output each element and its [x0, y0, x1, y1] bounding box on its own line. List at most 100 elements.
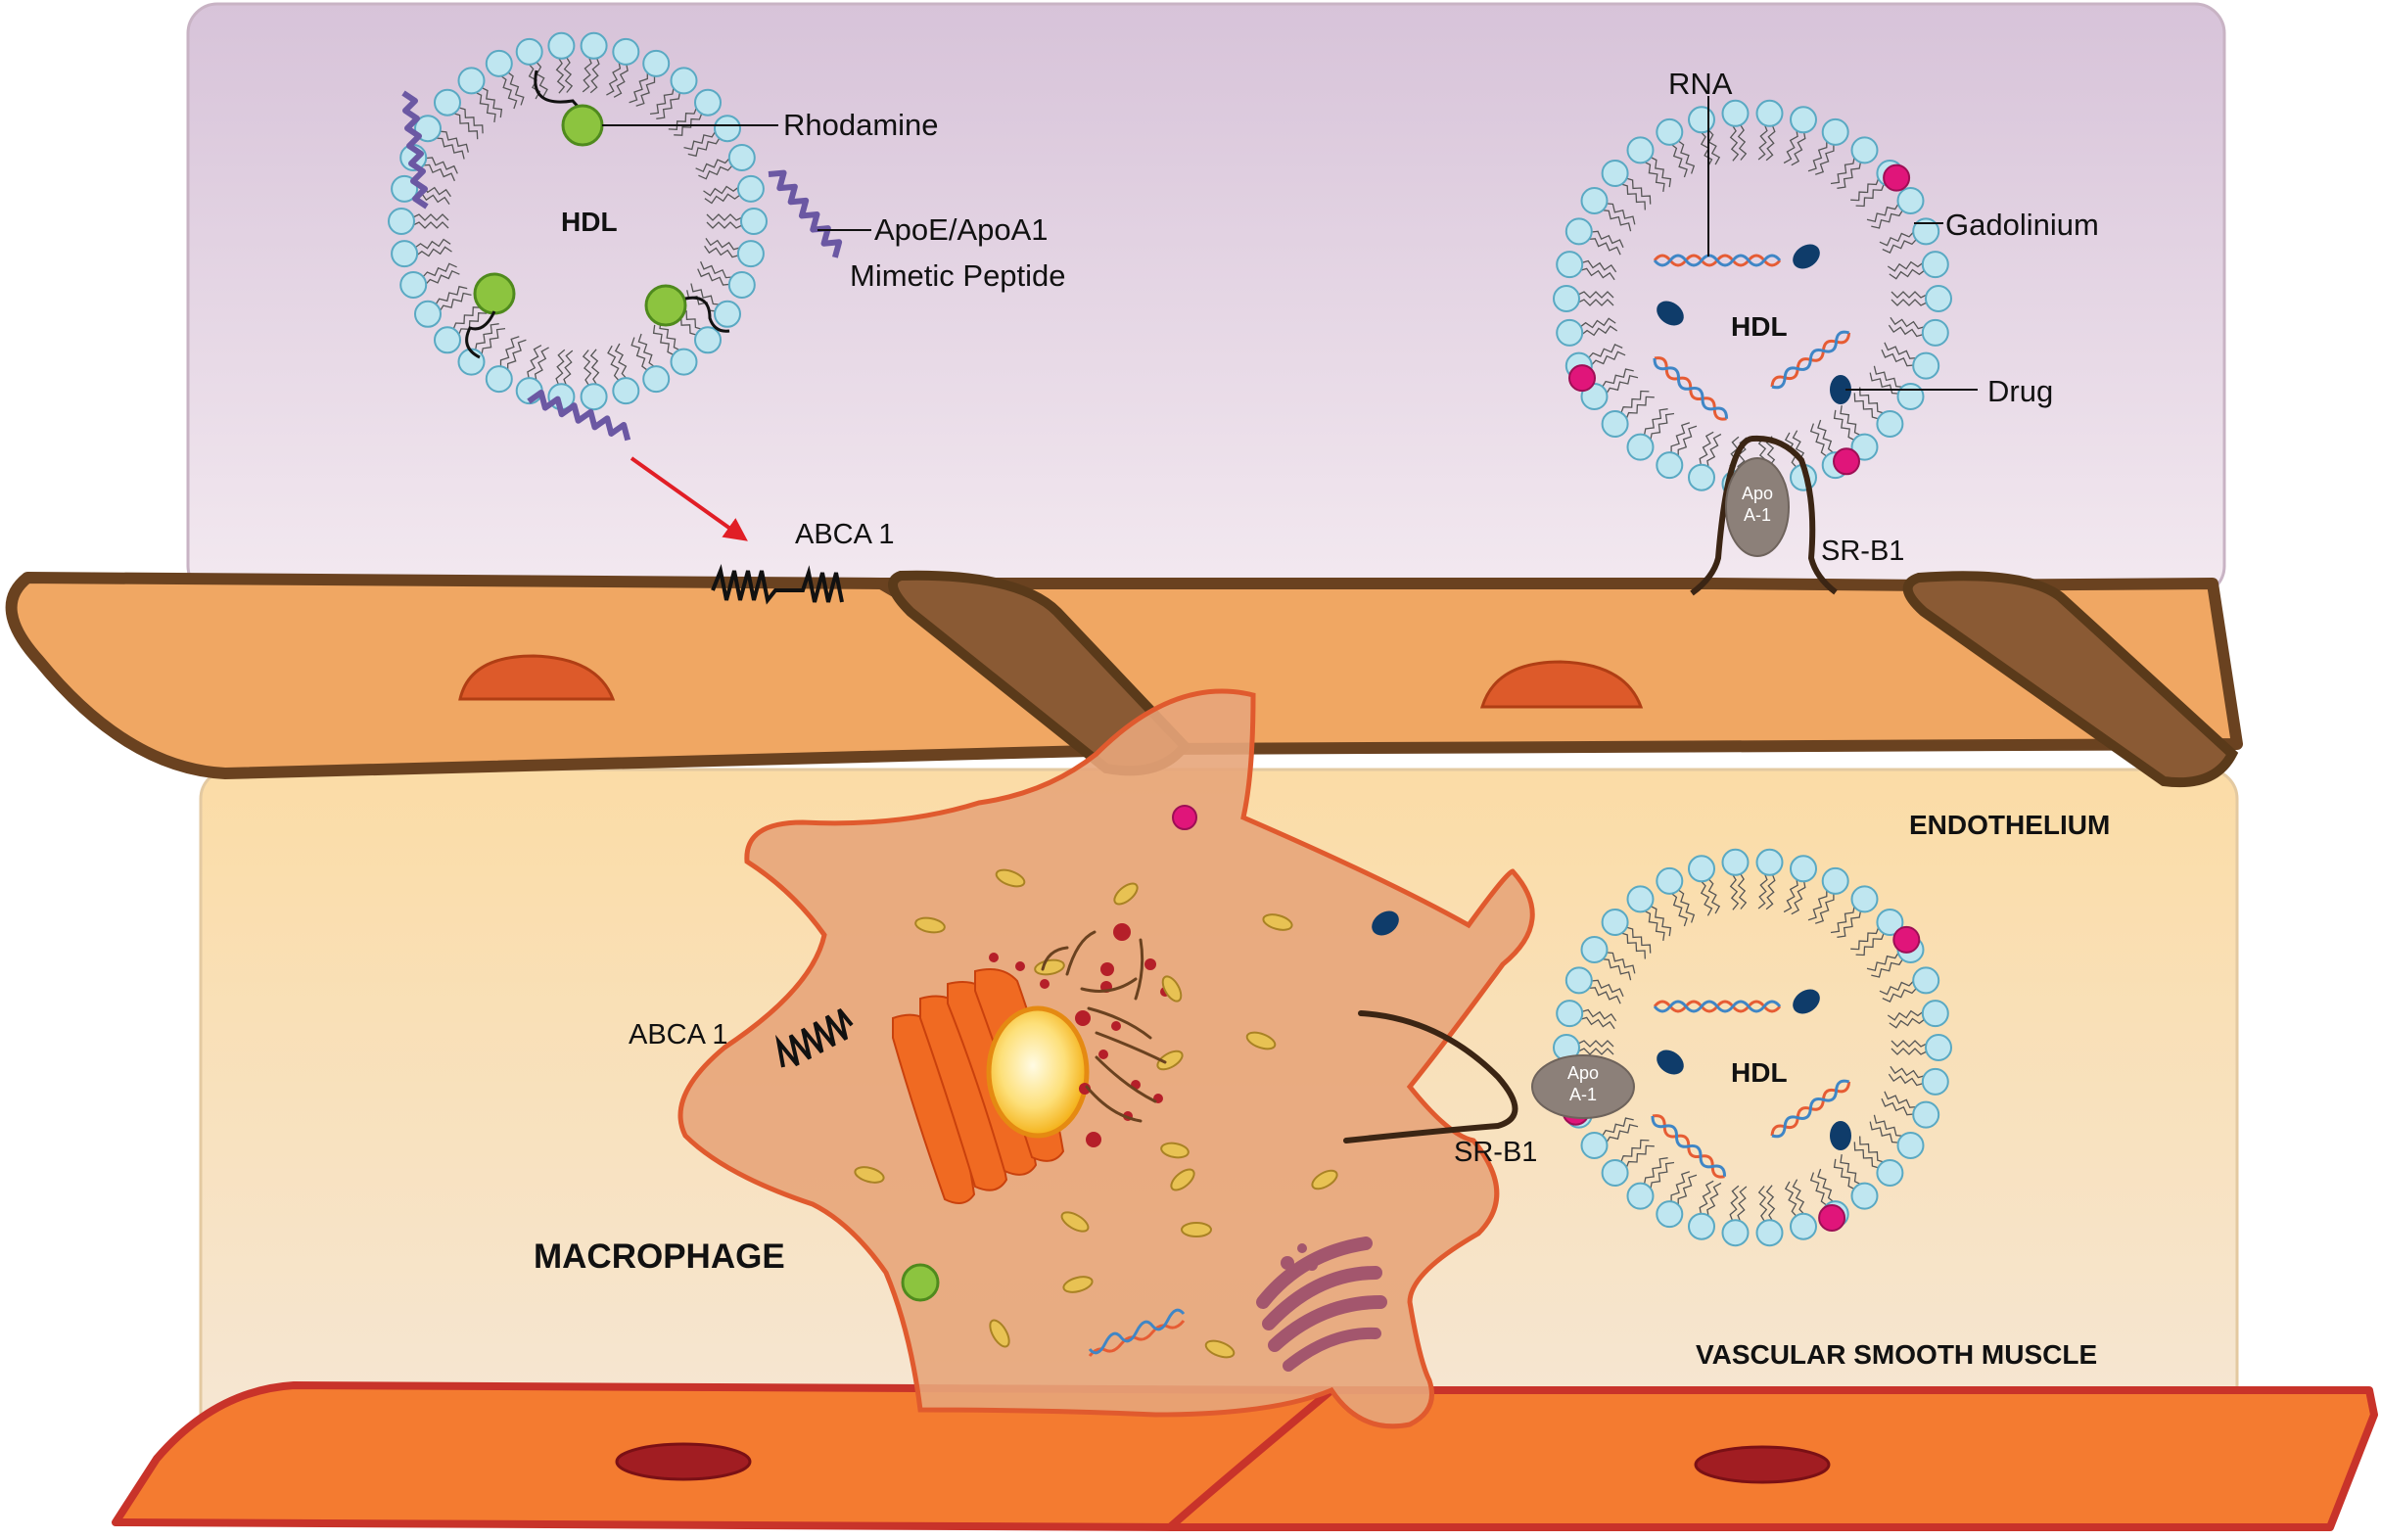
phospholipid-head — [547, 31, 576, 60]
lipid-tail — [1677, 1174, 1698, 1206]
lipid-tail — [1830, 157, 1855, 185]
lipid-tail — [555, 57, 566, 94]
lipid-tail — [1881, 1097, 1914, 1116]
lipid-tail — [1670, 892, 1688, 927]
lipid-tail — [652, 324, 675, 356]
lipid-tail — [1737, 1186, 1748, 1222]
lipid-tail — [705, 238, 741, 251]
lipid-tail — [1581, 325, 1618, 337]
apo-a1-protein-top — [1725, 457, 1790, 557]
label-gadolinium: Gadolinium — [1945, 208, 2099, 242]
rhodamine-dye-2 — [473, 272, 516, 315]
lipid-tail — [1859, 1136, 1885, 1163]
hdl-nanoparticle-rhodamine — [388, 31, 768, 411]
lipid-tail — [1588, 344, 1623, 359]
phospholipid-head — [1790, 855, 1817, 883]
lipid-tail — [1882, 238, 1917, 254]
lipid-tail — [614, 343, 628, 379]
label-apo-a1-bottom-line1: Apo — [1567, 1063, 1599, 1083]
lipid-tail — [1792, 1179, 1805, 1215]
lipid-tail — [1791, 131, 1806, 166]
internalized-rhodamine — [901, 1263, 940, 1302]
lipid-tail — [697, 268, 730, 286]
phospholipid-head — [515, 37, 543, 66]
lipid-tail — [1644, 161, 1665, 192]
phospholipid-head — [1850, 1182, 1879, 1210]
phospholipid-head — [740, 208, 768, 235]
lipid-tail — [1699, 1180, 1714, 1215]
lipid-tail — [1729, 873, 1740, 910]
lipid-tail — [613, 64, 629, 98]
lipid-tail — [1850, 926, 1880, 951]
lipid-tail — [475, 91, 496, 122]
lipid-tail — [439, 292, 472, 312]
lipid-tail — [1891, 299, 1928, 306]
rhodamine-linker — [534, 70, 589, 118]
phospholipid-head — [1850, 885, 1879, 913]
lipid-tail — [1644, 910, 1665, 941]
phospholipid-head — [1790, 1212, 1817, 1240]
lipid-tail — [1650, 412, 1675, 441]
label-macrophage: MACROPHAGE — [534, 1237, 785, 1276]
lipid-tail — [1891, 1040, 1928, 1048]
label-rhodamine: Rhodamine — [783, 108, 939, 142]
srb1-receptor-top — [1690, 435, 1838, 596]
lipid-tail — [1591, 350, 1626, 366]
lipid-tail — [457, 312, 488, 336]
lipid-tail — [582, 57, 592, 93]
smooth-muscle-nucleus-right — [1694, 1445, 1831, 1484]
lipid-tail — [1855, 932, 1885, 957]
lipid-tail — [704, 193, 741, 205]
macrophage-nucleus — [986, 1005, 1090, 1139]
lipid-tail — [1700, 880, 1713, 916]
gadolinium-marker — [1883, 163, 1911, 192]
phospholipid-head — [1925, 285, 1952, 312]
lipid-tail — [412, 221, 449, 229]
lipid-tail — [458, 107, 484, 134]
label-rna: RNA — [1668, 67, 1733, 101]
lipid-tail — [1890, 1065, 1925, 1079]
phospholipid-head — [1580, 936, 1609, 963]
lipid-tail — [1783, 878, 1798, 913]
label-apo-a1-top-line2: A-1 — [1744, 505, 1771, 525]
phospholipid-head — [642, 49, 671, 77]
lipid-tail — [1577, 291, 1614, 299]
lipid-tail — [1757, 124, 1768, 161]
lipid-tail — [499, 336, 520, 367]
lipid-tail — [453, 113, 479, 140]
lipid-tail — [563, 350, 574, 386]
phospholipid-head — [1925, 1034, 1952, 1061]
lipid-tail — [1577, 1048, 1614, 1055]
lipid-tail — [1677, 425, 1698, 457]
lipid-tail — [414, 238, 451, 250]
lipid-tail — [1707, 878, 1721, 914]
label-abca1-macrophage: ABCA 1 — [629, 1019, 728, 1050]
label-apo-a1-bottom-line2: A-1 — [1569, 1085, 1597, 1104]
rhodamine-dye — [561, 104, 604, 147]
lipid-tail — [1891, 291, 1928, 299]
lipid-tail — [1620, 390, 1650, 414]
phospholipid-head — [1912, 217, 1940, 246]
drug-molecule-3 — [1830, 375, 1851, 404]
phospholipid-head — [485, 49, 513, 77]
phospholipid-head — [1921, 1000, 1949, 1028]
lipid-tail — [1581, 1008, 1617, 1022]
lipid-tail — [1602, 958, 1632, 981]
leader-lines — [602, 96, 1978, 391]
lipid-tail — [1670, 422, 1691, 453]
phospholipid-head — [1601, 909, 1629, 936]
lipid-tail — [1837, 910, 1862, 938]
lipid-tail — [500, 74, 518, 110]
lipid-tail — [1814, 893, 1835, 924]
apo-mimetic-peptide-2 — [768, 169, 843, 258]
lipid-tail — [1871, 210, 1903, 229]
apo-mimetic-peptide-3 — [527, 389, 631, 442]
phospholipid-head — [694, 326, 722, 354]
red-arrow — [630, 456, 748, 541]
mitochondria — [854, 868, 1338, 1359]
lipid-tail — [555, 349, 566, 386]
phospholipid-head — [694, 88, 722, 117]
lipid-tail — [1817, 419, 1835, 454]
phospholipid-head — [736, 174, 765, 203]
